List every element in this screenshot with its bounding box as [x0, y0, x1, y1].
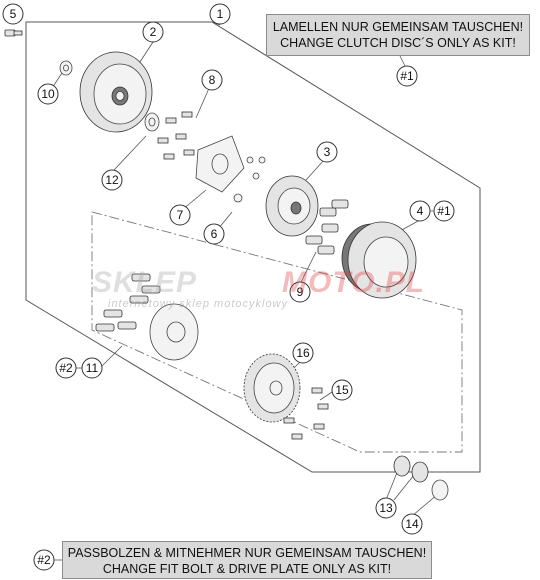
inner-hub-3 [265, 175, 319, 237]
svg-text:15: 15 [335, 383, 349, 397]
callout-13: 13 [375, 497, 397, 519]
callout-11: 11 [81, 357, 103, 379]
note-clutch-disc-kit: LAMELLEN NUR GEMEINSAM TAUSCHEN! CHANGE … [266, 14, 530, 56]
svg-text:11: 11 [86, 361, 99, 375]
washer-10 [59, 60, 73, 76]
svg-text:6: 6 [211, 227, 218, 241]
svg-text:#1: #1 [437, 204, 451, 218]
svg-text:9: 9 [297, 285, 304, 299]
callout-8: 8 [201, 69, 223, 91]
watermark-tagline: internetowy sklep motocyklowy [108, 298, 289, 310]
springs-9 [305, 199, 349, 255]
callout-14: 14 [401, 513, 423, 535]
callout-9: 9 [289, 281, 311, 303]
svg-text:1: 1 [217, 7, 224, 21]
callout-10: 10 [37, 83, 59, 105]
svg-text:#1: #1 [400, 69, 414, 83]
svg-text:4: 4 [417, 204, 424, 218]
svg-text:8: 8 [209, 73, 216, 87]
callout-12: 12 [101, 169, 123, 191]
callout-6: 6 [203, 223, 225, 245]
svg-text:#2: #2 [59, 361, 73, 375]
washer-12 [144, 112, 160, 132]
callout-kit1-note: #1 [396, 65, 418, 87]
callout-kit2-note: #2 [33, 549, 55, 571]
svg-text:16: 16 [296, 346, 310, 360]
bolts-15 [283, 387, 329, 440]
gear-16 [243, 353, 301, 423]
note-clutch-disc-kit-en: CHANGE CLUTCH DISC´S ONLY AS KIT! [280, 36, 516, 50]
bolt-5 [4, 29, 23, 37]
callout-15: 15 [331, 379, 353, 401]
svg-text:13: 13 [379, 501, 393, 515]
note-fit-bolt-kit-en: CHANGE FIT BOLT & DRIVE PLATE ONLY AS KI… [102, 562, 392, 576]
svg-text:3: 3 [324, 145, 331, 159]
svg-text:10: 10 [41, 87, 55, 101]
callout-1: 1 [209, 3, 231, 25]
svg-text:14: 14 [405, 517, 419, 531]
callout-2: 2 [142, 21, 164, 43]
pressure-plate-7 [195, 135, 245, 193]
note-fit-bolt-kit: PASSBOLZEN & MITNEHMER NUR GEMEINSAM TAU… [62, 541, 432, 579]
bolts-8 [157, 111, 195, 160]
watermark-brand-a: SKLEP [92, 266, 198, 299]
svg-text:2: 2 [150, 25, 157, 39]
callout-4: 4 [409, 200, 431, 222]
callout-3: 3 [316, 141, 338, 163]
note-fit-bolt-kit-de: PASSBOLZEN & MITNEHMER NUR GEMEINSAM TAU… [67, 546, 427, 560]
svg-text:7: 7 [177, 208, 184, 222]
callout-kit2-part11: #2 [55, 357, 77, 379]
callout-16: 16 [292, 342, 314, 364]
note-clutch-disc-kit-de: LAMELLEN NUR GEMEINSAM TAUSCHEN! [272, 20, 524, 34]
callout-5: 5 [2, 3, 24, 25]
watermark-brand-b: MOTO.PL [282, 266, 426, 299]
svg-text:5: 5 [10, 7, 17, 21]
callout-kit1-part4: #1 [433, 200, 455, 222]
balls-6 [233, 156, 266, 203]
fit-bolts-and-drive-plate-11 [95, 273, 199, 361]
clutch-basket-2 [79, 51, 153, 133]
svg-text:#2: #2 [37, 553, 51, 567]
svg-text:12: 12 [105, 173, 119, 187]
spacer-14 [431, 479, 449, 501]
callout-7: 7 [169, 204, 191, 226]
sub-group-outline [91, 211, 463, 453]
bushings-13 [393, 455, 429, 483]
clutch-disc-kit-4 [341, 221, 417, 299]
